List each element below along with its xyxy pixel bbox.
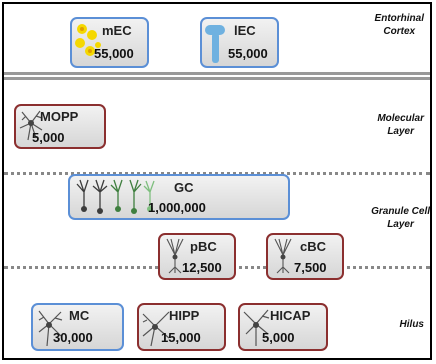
- cell-box-HICAP: HICAP 5,000: [238, 303, 328, 351]
- cell-count: 5,000: [32, 130, 65, 145]
- cell-count: 1,000,000: [148, 200, 206, 215]
- layer-label-hilus: Hilus: [399, 319, 424, 330]
- cell-name: GC: [174, 180, 194, 195]
- cell-box-pBC: pBC 12,500: [158, 233, 236, 280]
- molecular-granule-separator: [4, 172, 430, 175]
- cell-count: 5,000: [262, 330, 295, 345]
- cell-box-lEC: lEC 55,000: [200, 17, 279, 68]
- cell-box-HIPP: HIPP 15,000: [137, 303, 226, 351]
- cell-count: 12,500: [182, 260, 222, 275]
- basket-cell-icon: [274, 238, 292, 274]
- cell-count: 7,500: [294, 260, 327, 275]
- cell-box-MC: MC 30,000: [31, 303, 124, 351]
- cell-name: mEC: [102, 23, 132, 38]
- cell-name: cBC: [300, 239, 327, 254]
- cortex-separator: [4, 72, 430, 80]
- basket-cell-icon: [166, 238, 184, 274]
- cell-count: 15,000: [161, 330, 201, 345]
- cell-box-MOPP: MOPP 5,000: [14, 104, 106, 149]
- cell-name: MC: [69, 308, 90, 323]
- cell-count: 55,000: [94, 46, 134, 61]
- cell-name: pBC: [190, 239, 217, 254]
- cell-name: lEC: [234, 23, 256, 38]
- hicap-cell-icon: [243, 309, 270, 346]
- cell-name: HICAP: [270, 308, 311, 323]
- cell-name: MOPP: [40, 109, 79, 124]
- granule-cell-icon: [76, 179, 155, 214]
- lateral-cell-icon: [205, 25, 225, 63]
- hipp-cell-icon: [142, 311, 170, 347]
- cell-box-cBC: cBC 7,500: [266, 233, 344, 280]
- cell-count: 30,000: [53, 330, 93, 345]
- cell-box-mEC: mEC 55,000: [70, 17, 149, 68]
- grid-cell-icon: [75, 24, 101, 56]
- cell-name: HIPP: [169, 308, 200, 323]
- mossy-cell-icon: [38, 310, 63, 347]
- neuron-icon: [19, 110, 43, 141]
- cell-count: 55,000: [228, 46, 268, 61]
- cell-box-GC: GC 1,000,000: [68, 174, 290, 220]
